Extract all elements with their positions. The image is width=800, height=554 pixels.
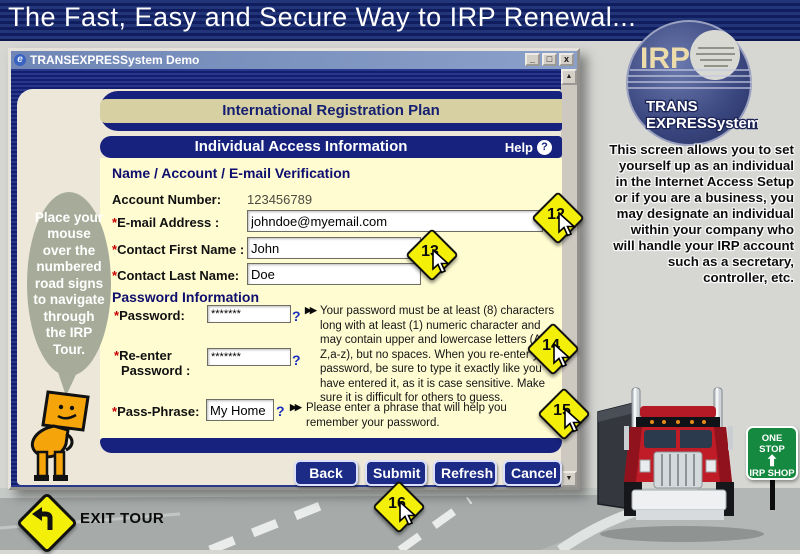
cursor-icon — [553, 343, 572, 368]
cursor-icon — [432, 249, 451, 274]
verification-heading: Name / Account / E-mail Verification — [112, 165, 351, 181]
email-field[interactable] — [247, 210, 543, 232]
password-heading: Password Information — [112, 289, 260, 305]
password-help-icon[interactable]: ? — [292, 308, 301, 324]
reenter-password-field[interactable] — [207, 348, 291, 366]
irp-shop-sign-line1: ONE STOP — [759, 433, 785, 455]
bubble-tail — [56, 366, 80, 396]
double-arrow-icon: ▶▶ — [290, 402, 302, 412]
reenter-label-line2: Password : — [121, 363, 191, 378]
cursor-icon — [558, 212, 577, 237]
password-field[interactable] — [207, 305, 291, 323]
top-banner: The Fast, Easy and Secure Way to IRP Ren… — [0, 0, 800, 41]
browser-icon: e — [14, 54, 26, 66]
reenter-help-icon[interactable]: ? — [292, 352, 301, 368]
window-titlebar[interactable]: e TRANSEXPRESSystem Demo _ □ x — [11, 51, 577, 69]
last-name-field[interactable] — [247, 263, 421, 285]
irp-logo: IRP TRANS EXPRESSystem — [626, 20, 758, 146]
scroll-down-arrow[interactable]: ▼ — [561, 471, 577, 487]
account-number-value: 123456789 — [247, 192, 313, 207]
exit-tour-sign[interactable] — [15, 491, 79, 554]
logo-expressystem-text: EXPRESSystem — [646, 115, 758, 132]
vertical-scrollbar[interactable]: ▲ ▼ — [561, 69, 577, 487]
road-sign-14[interactable]: 14 — [526, 322, 580, 376]
form-panel — [100, 158, 562, 438]
logo-irp-text: IRP — [640, 42, 690, 75]
email-label: *E-mail Address : — [112, 215, 220, 230]
last-name-label: *Contact Last Name: — [112, 268, 240, 283]
minimize-button[interactable]: _ — [525, 53, 540, 66]
road-sign-12[interactable]: 12 — [531, 191, 585, 245]
password-help-text: Your password must be at least (8) chara… — [320, 305, 556, 404]
left-turn-arrow-icon — [32, 507, 53, 530]
mascot-character — [31, 390, 90, 481]
cursor-icon — [564, 408, 583, 433]
window-title: TRANSEXPRESSystem Demo — [30, 53, 200, 67]
passphrase-field[interactable] — [206, 399, 274, 421]
tour-instruction-text: Place your mouse over the numbered road … — [33, 209, 105, 357]
irp-shop-sign-post — [770, 480, 775, 510]
plan-header-banner: International Registration Plan — [100, 91, 562, 131]
password-label: *Password: — [114, 308, 185, 323]
first-name-field[interactable] — [247, 237, 421, 259]
help-question-icon[interactable]: ? — [537, 139, 552, 155]
first-name-label: *Contact First Name : — [112, 242, 245, 257]
section-header-banner: Individual Access Information Help ? — [100, 136, 562, 158]
close-button[interactable]: x — [559, 53, 574, 66]
help-label[interactable]: Help — [504, 139, 533, 155]
refresh-button[interactable]: Refresh — [433, 460, 497, 486]
back-button[interactable]: Back — [294, 460, 358, 486]
irp-shop-sign: ONE STOP ⬆ IRP SHOP — [746, 426, 798, 480]
account-number-label: Account Number: — [112, 192, 222, 207]
double-arrow-icon: ▶▶ — [305, 305, 317, 315]
cursor-icon — [399, 501, 418, 526]
passphrase-label: *Pass-Phrase: — [112, 404, 200, 419]
up-arrow-icon: ⬆ — [765, 453, 779, 470]
section-header-text: Individual Access Information — [194, 138, 408, 155]
reenter-label-line1: *Re-enter — [114, 348, 172, 363]
scroll-up-arrow[interactable]: ▲ — [561, 69, 577, 85]
maximize-button[interactable]: □ — [542, 53, 557, 66]
truck-image — [597, 387, 764, 542]
panel-bottom-bar — [100, 438, 562, 453]
passphrase-help-text: Please enter a phrase that will help you… — [306, 402, 507, 429]
cancel-button[interactable]: Cancel — [503, 460, 562, 486]
passphrase-help-icon[interactable]: ? — [276, 403, 285, 419]
road-sign-15[interactable]: 15 — [537, 387, 591, 441]
road-sign-16[interactable]: 16 — [372, 480, 426, 534]
tour-instruction-bubble: Place your mouse over the numbered road … — [27, 192, 111, 376]
screen-description: This screen allows you to set yourself u… — [609, 142, 794, 285]
logo-trans-text: TRANS — [646, 98, 698, 115]
road-sign-13[interactable]: 13 — [405, 228, 459, 282]
plan-header-text: International Registration Plan — [100, 99, 562, 123]
exit-tour-label[interactable]: EXIT TOUR — [80, 510, 165, 527]
irp-shop-sign-line2: IRP SHOP — [749, 468, 795, 479]
banner-title: The Fast, Easy and Secure Way to IRP Ren… — [8, 2, 637, 32]
help-link[interactable]: Help ? — [505, 136, 552, 158]
